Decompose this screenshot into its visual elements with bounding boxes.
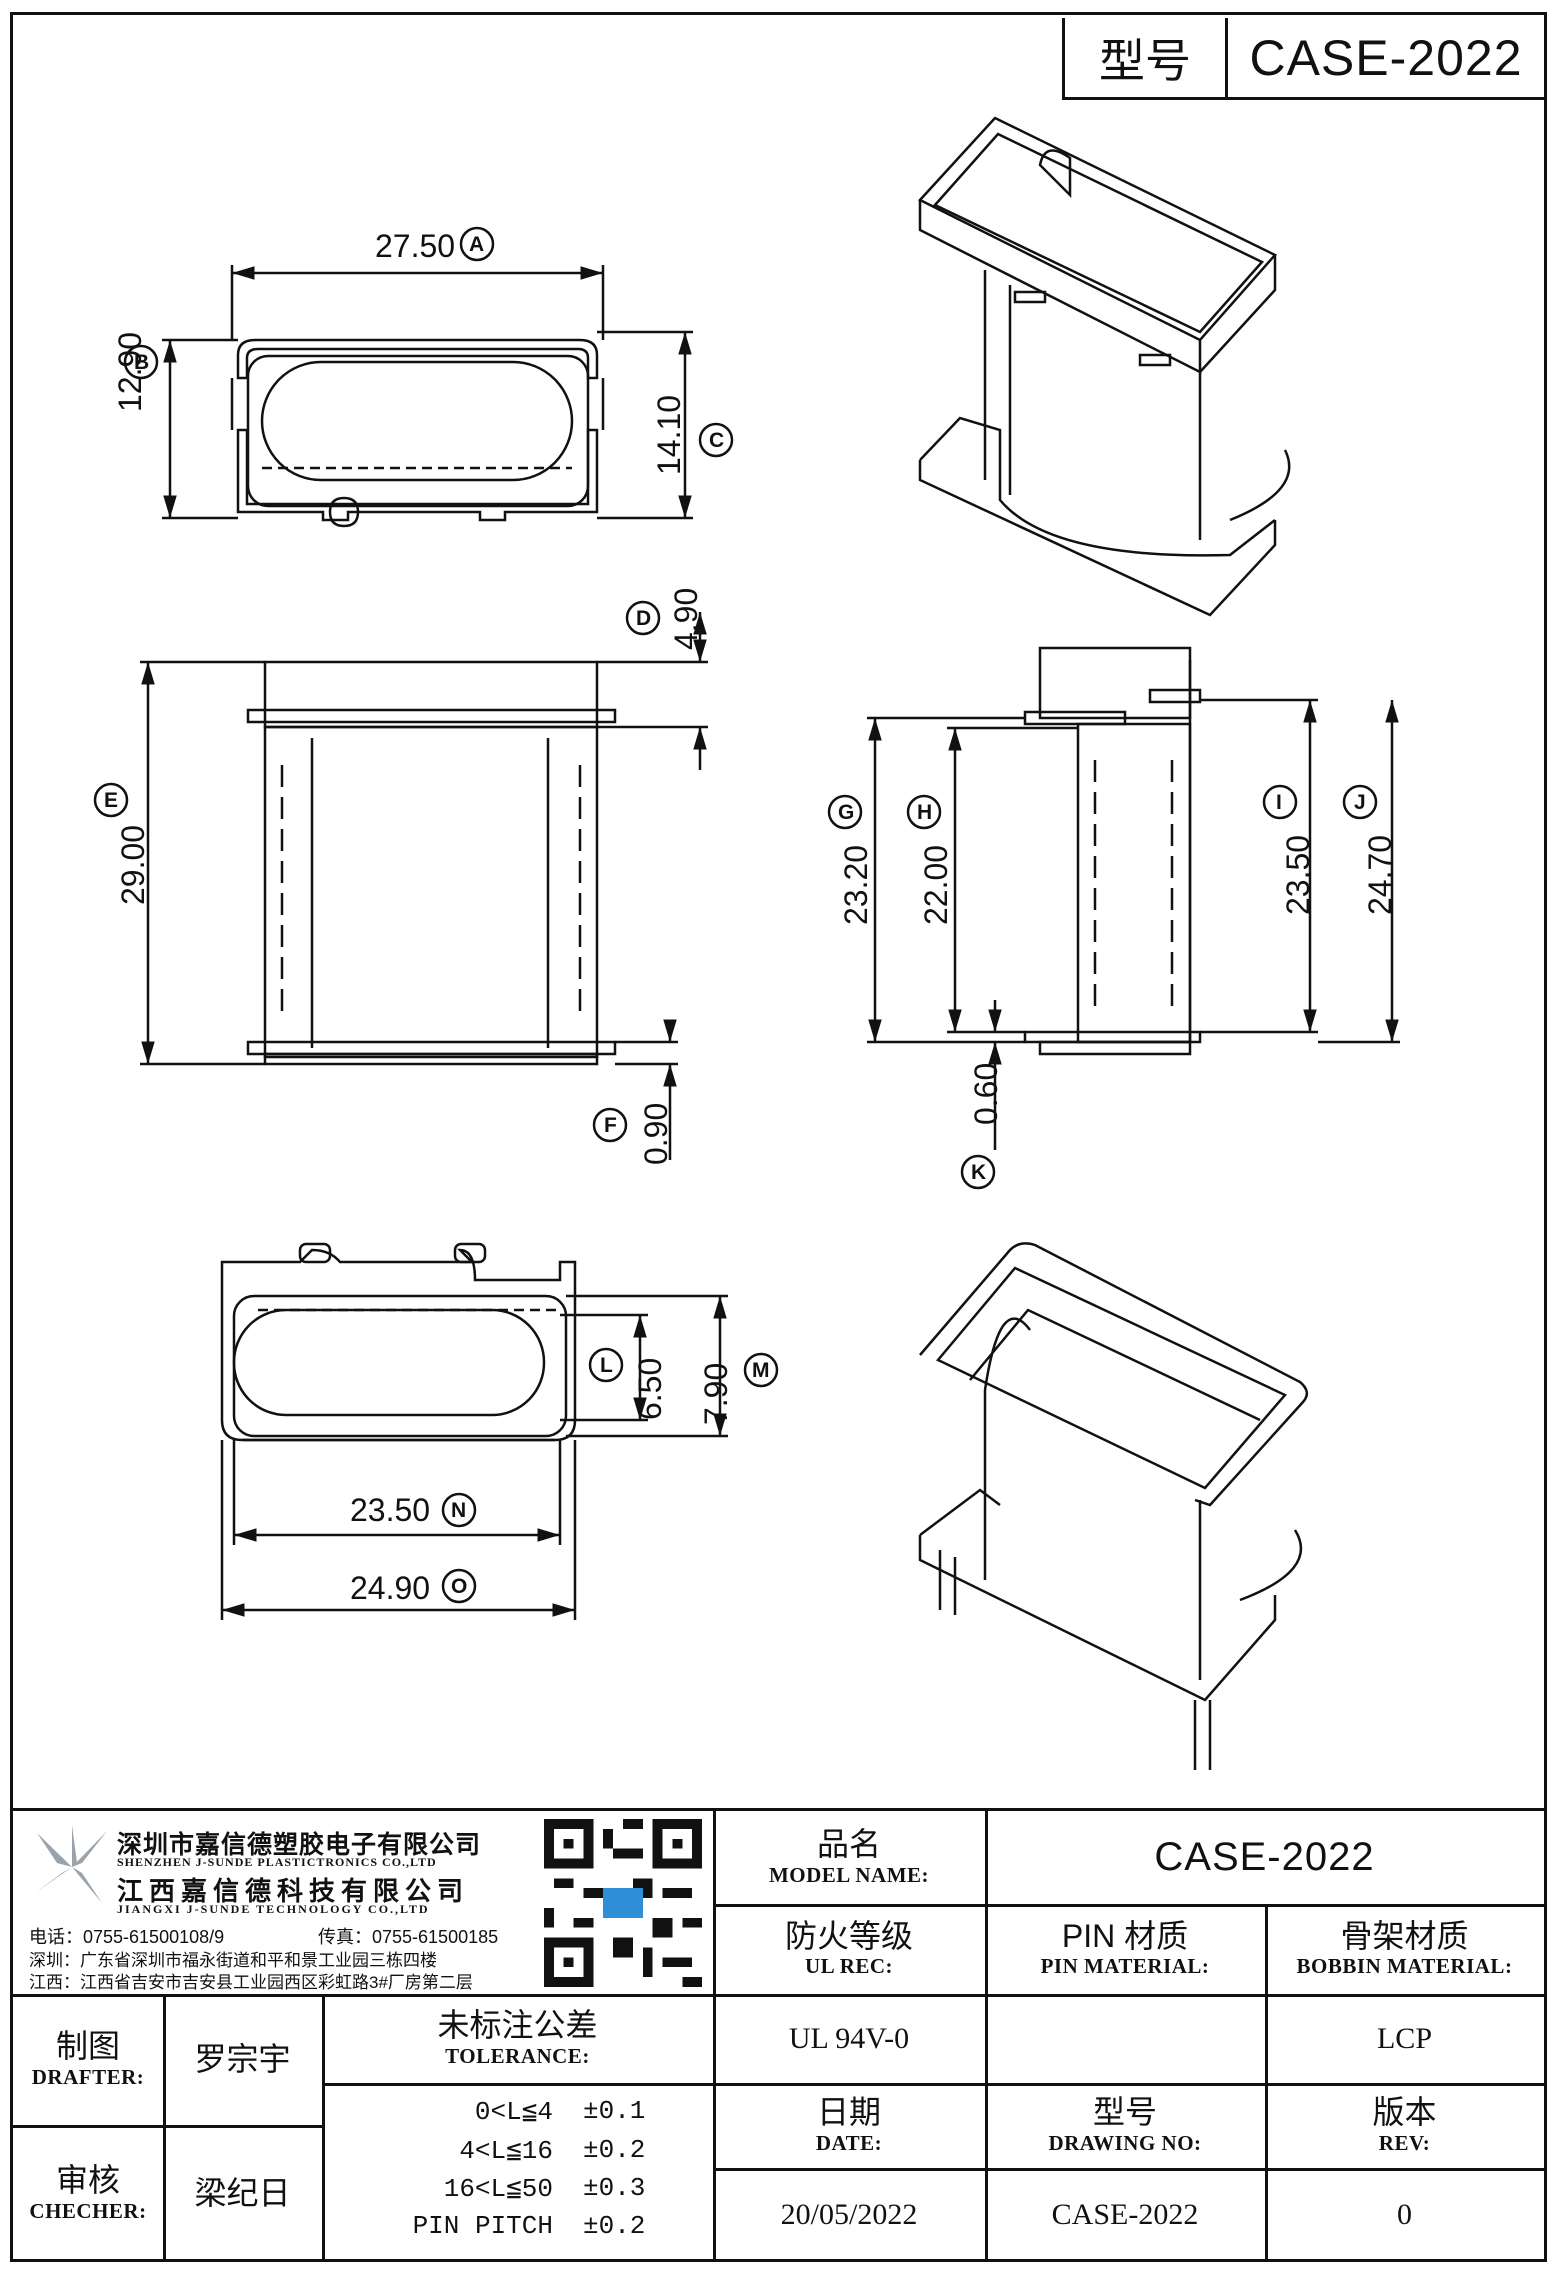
drawing-no-label: 型号 DRAWING NO: — [1048, 2094, 1202, 2155]
company-name-sz-en: SHENZHEN J-SUNDE PLASTICTRONICS CO.,LTD — [117, 1855, 437, 1869]
tolerance-range: 16<L≦50 — [443, 2173, 553, 2204]
dim-h-label: H — [917, 801, 933, 824]
company-phone: 电话：0755-61500108/9 — [29, 1927, 225, 1947]
dim-c-label: C — [709, 429, 725, 452]
tolerance-range: PIN PITCH — [412, 2211, 553, 2241]
dim-e-value: 29.00 — [115, 824, 151, 905]
model-value: CASE-2022 — [1249, 29, 1523, 86]
tolerance-value: ±0.3 — [583, 2173, 646, 2203]
qr-code — [543, 1819, 703, 1987]
company-name-jx-en: JIANGXI J-SUNDE TECHNOLOGY CO.,LTD — [117, 1902, 430, 1916]
rev-value: 0 — [1397, 2198, 1412, 2231]
ul-rec-label: 防火等级 UL REC: — [784, 1917, 913, 1978]
tolerance-value: ±0.2 — [583, 2135, 646, 2165]
dim-j-label: J — [1354, 791, 1366, 814]
dim-f-label: F — [604, 1114, 617, 1137]
model-name-value: CASE-2022 — [1154, 1835, 1375, 1879]
dim-a-value: 27.50 — [375, 228, 456, 264]
tolerance-range: 0<L≦4 — [474, 2096, 553, 2127]
dim-k-label: K — [971, 1161, 987, 1184]
side-view — [1023, 646, 1202, 1056]
ul-rec-value: UL 94V-0 — [788, 2021, 910, 2055]
dim-c-value: 14.10 — [651, 394, 687, 475]
bobbin-material-label: 骨架材质 BOBBIN MATERIAL: — [1296, 1917, 1513, 1978]
title-block: 深圳市嘉信德塑胶电子有限公司 SHENZHEN J-SUNDE PLASTICT… — [13, 1808, 1544, 2262]
checker-value: 梁纪日 — [194, 2174, 291, 2211]
dim-o-label: O — [451, 1575, 468, 1598]
dim-d-label: D — [636, 607, 652, 630]
date-value: 20/05/2022 — [780, 2198, 918, 2231]
dim-k-value: 0.60 — [968, 1062, 1004, 1125]
tolerance-value: ±0.1 — [583, 2096, 646, 2126]
model-label: 型号 — [1065, 18, 1228, 97]
isometric-view-bottom — [918, 1242, 1309, 1770]
technical-drawing — [93, 116, 1400, 1770]
dim-f-value: 0.90 — [638, 1102, 674, 1165]
dim-o-value: 24.90 — [350, 1570, 431, 1606]
model-name-label: 品名 MODEL NAME: — [768, 1826, 930, 1887]
top-view — [230, 338, 605, 528]
bobbin-material-value: LCP — [1376, 2021, 1433, 2055]
dim-i-label: I — [1276, 791, 1282, 814]
dim-m-value: 7.90 — [698, 1362, 734, 1425]
rev-label: 版本 REV: — [1372, 2094, 1437, 2155]
dim-n-value: 23.50 — [350, 1492, 431, 1528]
tolerance-table: 0<L≦4 ±0.1 4<L≦16 ±0.2 16<L≦50 ±0.3 PIN … — [343, 2091, 703, 2245]
model-title-box: 型号 CASE-2022 — [1062, 18, 1544, 100]
dim-j-value: 24.70 — [1362, 834, 1398, 915]
pin-material-label: PIN 材质 PIN MATERIAL: — [1040, 1917, 1210, 1978]
date-label: 日期 DATE: — [815, 2094, 883, 2155]
dim-l-value: 6.50 — [632, 1357, 668, 1420]
front-view — [246, 660, 617, 1066]
dim-g-label: G — [838, 801, 855, 824]
company-address-jx: 江西：江西省吉安市吉安县工业园西区彩虹路3#厂房第二层 — [29, 1973, 473, 1992]
dim-e-label: E — [104, 789, 119, 812]
drawing-frame — [10, 12, 1547, 2262]
tolerance-value: ±0.2 — [583, 2211, 646, 2241]
dim-l-label: L — [600, 1354, 613, 1377]
tolerance-range: 4<L≦16 — [459, 2135, 553, 2166]
dim-a-label: A — [469, 233, 485, 256]
bottom-view — [220, 1242, 577, 1442]
tolerance-label: 未标注公差 TOLERANCE: — [437, 2007, 598, 2068]
company-address-sz: 深圳：广东省深圳市福永街道和平和景工业园三栋四楼 — [29, 1951, 437, 1970]
dim-d-value: 4.90 — [668, 587, 704, 650]
dim-i-value: 23.50 — [1280, 834, 1316, 915]
company-name-jx: 江西嘉信德科技有限公司 — [117, 1876, 470, 1906]
dim-g-value: 23.20 — [838, 844, 874, 925]
drafter-value: 罗宗宇 — [194, 2040, 291, 2077]
isometric-view-top — [917, 116, 1291, 617]
checker-label: 审核 CHECHER: — [29, 2162, 147, 2223]
dim-h-value: 22.00 — [918, 844, 954, 925]
dim-b-label: B — [134, 351, 150, 374]
dim-m-label: M — [752, 1359, 770, 1382]
company-name-sz: 深圳市嘉信德塑胶电子有限公司 — [117, 1831, 482, 1859]
drawing-no-value: CASE-2022 — [1051, 2198, 1199, 2231]
pin-material-value — [985, 1994, 1265, 2083]
dim-n-label: N — [451, 1499, 467, 1522]
company-fax: 传真：0755-61500185 — [318, 1927, 499, 1947]
company-logo — [27, 1823, 117, 1911]
drafter-label: 制图 DRAFTER: — [31, 2028, 145, 2089]
